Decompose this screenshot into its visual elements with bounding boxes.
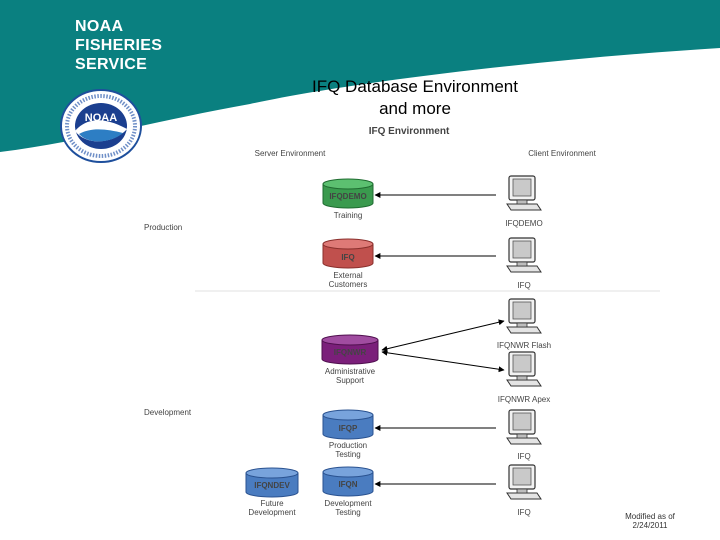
database-caption: Customers [329,280,368,289]
modified-date-note: Modified as of 2/24/2011 [600,512,700,530]
client-workstation-ifqnwr-flash: IFQNWR Flash [497,298,551,350]
brand-line: FISHERIES [75,37,163,54]
row-label-development: Development [144,408,192,417]
brand-wordmark: NOAA FISHERIES SERVICE [75,17,162,74]
database-caption: Administrative [325,367,376,376]
database-caption: Production [329,441,367,450]
database-caption: Future [260,499,284,508]
header-band-shape [0,0,720,152]
monitor-icon [506,237,542,273]
noaa-logo: NOAA [60,89,142,163]
row-label-production: Production [144,223,182,232]
slide-title: IFQ Database Environment and more [280,76,550,120]
footnote-line: Modified as of [625,512,675,521]
database-label: IFQ [341,253,354,262]
client-workstation-ifqp: IFQ [506,409,542,461]
database-caption: Development [324,499,372,508]
slide-title-line: and more [379,99,451,118]
database-caption: Training [334,211,363,220]
client-workstation-ifq: IFQ [506,237,542,290]
brand-line: SERVICE [75,56,148,73]
client-workstation-ifqdemo: IFQDEMO [505,175,543,228]
client-label: IFQ [517,508,530,517]
arrow-ifqnwr-flash [381,319,505,352]
database-caption: Testing [335,450,360,459]
slide-title-line: IFQ Database Environment [312,77,518,96]
database-ifqp: IFQP Production Testing [322,409,374,459]
brand-line: NOAA [75,18,124,35]
header-band [0,0,720,152]
database-ifqndev: IFQNDEV Future Development [245,467,299,517]
arrow-ifqnwr-apex [381,349,505,373]
database-label: IFQNDEV [254,481,290,490]
database-label: IFQNWR [334,348,367,357]
database-ifqnwr: IFQNWR Administrative Support [321,334,379,385]
client-environment-label: Client Environment [528,149,596,158]
database-caption: Development [248,508,296,517]
database-caption: Support [336,376,365,385]
client-label: IFQDEMO [505,219,542,228]
monitor-icon [506,464,542,500]
logo-text: NOAA [85,112,117,124]
database-ifq: IFQ External Customers [322,238,374,289]
client-label: IFQ [517,281,530,290]
diagram-title: IFQ Environment [369,126,450,137]
database-caption: Testing [335,508,360,517]
database-ifqdemo: IFQDEMO Training [322,178,374,220]
monitor-icon [506,351,542,387]
client-label: IFQ [517,452,530,461]
client-label: IFQNWR Flash [497,341,551,350]
monitor-icon [506,409,542,445]
database-label: IFQDEMO [329,192,366,201]
database-caption: External [333,271,363,280]
client-label: IFQNWR Apex [498,395,550,404]
server-environment-label: Server Environment [255,149,326,158]
client-workstation-ifqn: IFQ [506,464,542,517]
database-ifqn: IFQN Development Testing [322,466,374,517]
footnote-line: 2/24/2011 [632,521,668,530]
monitor-icon [506,298,542,334]
monitor-icon [506,175,542,211]
client-workstation-ifqnwr-apex: IFQNWR Apex [498,351,550,404]
database-label: IFQN [338,480,357,489]
database-label: IFQP [339,424,358,433]
